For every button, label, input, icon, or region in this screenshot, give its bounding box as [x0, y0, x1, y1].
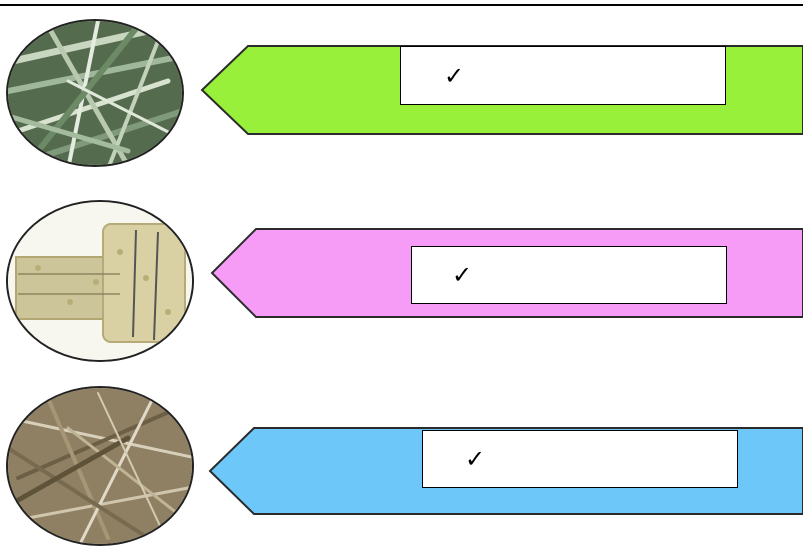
- check-icon: ✓: [465, 445, 486, 473]
- loose-hay-icon: [6, 386, 194, 546]
- fresh-grass-icon: [6, 19, 184, 167]
- label-box-2: [411, 246, 727, 304]
- check-icon: ✓: [444, 62, 465, 90]
- top-rule: [0, 4, 803, 6]
- label-box-1: [400, 46, 726, 105]
- label-box-3: [422, 430, 738, 488]
- check-icon: ✓: [452, 261, 473, 289]
- hay-cube-icon: [6, 200, 194, 362]
